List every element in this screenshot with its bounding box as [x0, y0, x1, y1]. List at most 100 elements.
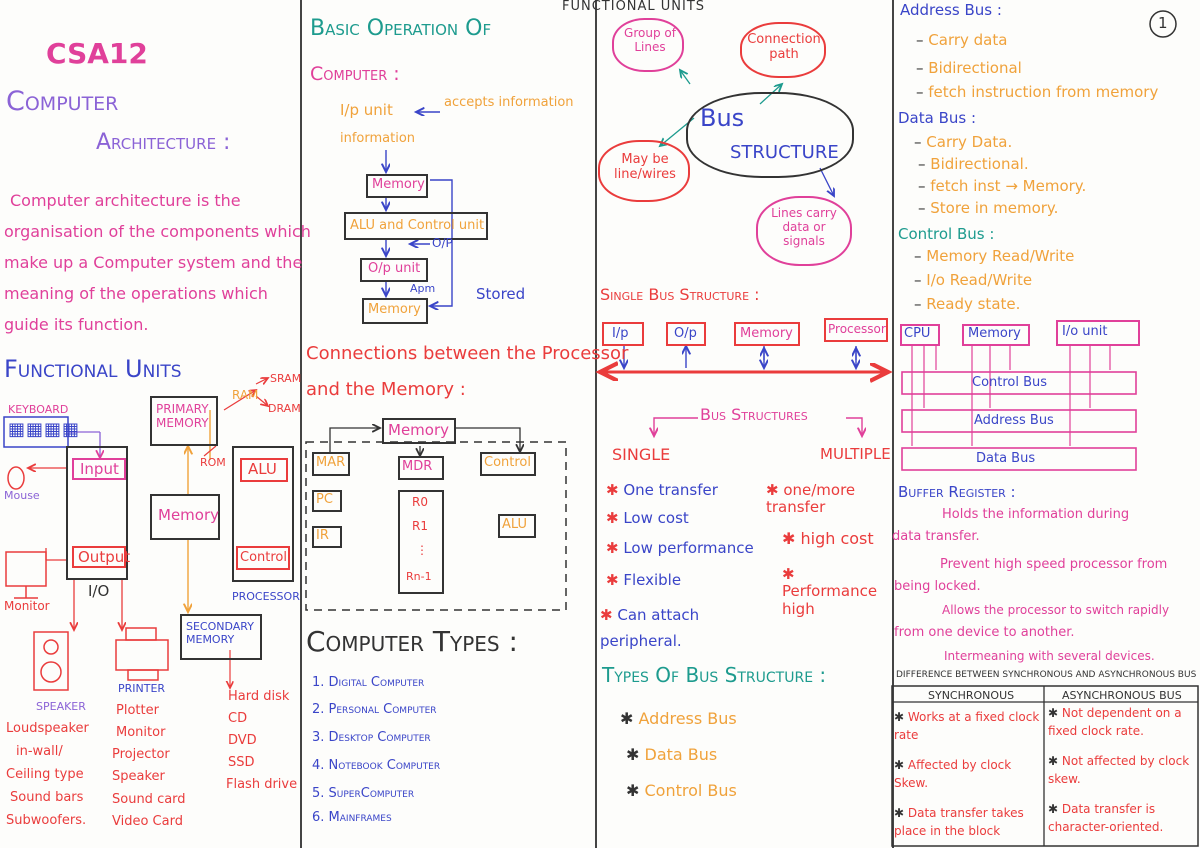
data-point-4-text: Store in memory.: [930, 199, 1059, 217]
table-row-2-async-text: Not affected by clock skew.: [1048, 754, 1190, 786]
buffer-text-2: data transfer.: [892, 529, 980, 544]
flow-op-unit-box: [360, 258, 428, 282]
table-row-3-sync: ✱ Data transfer takes place in the block: [894, 806, 1024, 838]
computer-type-6: 6. Mainframes: [312, 810, 392, 825]
flow-memory-label-1: Memory: [372, 177, 425, 192]
register-r0: R0: [412, 495, 428, 509]
address-point-1: – Carry data: [916, 31, 1008, 49]
multiple-point-3-text: Performance high: [782, 582, 878, 618]
buffer-text-6: from one device to another.: [894, 625, 1075, 640]
control-point-1-text: Memory Read/Write: [926, 247, 1075, 265]
control-label: Control: [240, 550, 287, 565]
single-point-5: ✱ Can attach peripheral.: [600, 606, 700, 650]
primary-memory-label: Primary Memory: [156, 402, 209, 430]
speaker-item-3: Ceiling type: [6, 767, 84, 782]
control-point-3-text: Ready state.: [926, 295, 1021, 313]
address-bus-heading: Address Bus :: [900, 1, 1002, 19]
table-row-3-async: ✱ Data transfer is character-oriented.: [1048, 802, 1164, 834]
io-unit-bus-label: I/o unit: [1062, 324, 1108, 339]
speaker-item-1: Loudspeaker: [6, 721, 89, 736]
address-point-1-text: Carry data: [928, 31, 1008, 49]
mar-label: MAR: [316, 455, 346, 470]
cloud-lines-carry-text: Lines carry data or signals: [771, 206, 837, 248]
data-point-4: – Store in memory.: [918, 199, 1059, 217]
printer-item-5: Sound card: [112, 792, 186, 807]
table-row-3-sync-text: Data transfer takes place in the block: [894, 806, 1024, 838]
cloud-may-be-lines-text: May be line/wires: [614, 152, 676, 182]
bus-type-control: ✱ Control Bus: [626, 781, 737, 800]
storage-item-4: SSD: [228, 755, 255, 770]
bus-structure-cloud: [686, 92, 854, 178]
control-bus-line-label: Control Bus: [972, 375, 1048, 390]
data-bus-line-label: Data Bus: [976, 451, 1036, 466]
bus-label: Bus: [700, 104, 745, 132]
computer-types-title: Computer Types :: [306, 625, 518, 658]
computer-type-1: 1. Digital Computer: [312, 675, 425, 690]
sb-memory-box: [734, 322, 800, 346]
data-point-1: – Carry Data.: [914, 133, 1013, 151]
printer-item-4: Speaker: [112, 769, 165, 784]
course-code: CSA12: [46, 37, 148, 70]
primary-memory-box: [150, 396, 218, 446]
flow-op-unit-label: O/p unit: [368, 261, 421, 276]
single-point-4-text: Flexible: [623, 571, 682, 589]
information-label: information: [340, 131, 416, 146]
definition-line-3: make up a Computer system and the: [4, 253, 303, 272]
sb-ip-box: [602, 322, 644, 346]
flow-memory-box-1: [366, 174, 428, 198]
table-header-sync: Synchronous: [928, 689, 1015, 702]
cloud-may-be-lines: [598, 140, 690, 202]
table-row-1-async: ✱ Not dependent on a fixed clock rate.: [1048, 706, 1182, 738]
flow-alu-control-label: ALU and Control unit: [350, 218, 485, 233]
alu-box: [240, 458, 288, 482]
storage-item-1: Hard disk: [228, 689, 290, 704]
address-point-2-text: Bidirectional: [928, 59, 1022, 77]
bus-type-data: ✱ Data Bus: [626, 745, 718, 764]
data-point-2-text: Bidirectional.: [930, 155, 1029, 173]
multiple-point-1: ✱ one/more transfer: [766, 481, 856, 517]
keyboard-icon: ▦▦▦▦: [8, 419, 81, 440]
accepts-information-label: accepts information: [444, 95, 574, 110]
data-point-1-text: Carry Data.: [926, 133, 1013, 151]
reg-alu-label: ALU: [502, 517, 528, 532]
alu-label: ALU: [248, 460, 277, 478]
control-bus-heading: Control Bus :: [898, 225, 995, 243]
cloud-lines-carry: [756, 196, 852, 266]
column-divider-2: [595, 0, 597, 848]
single-point-5-text: Can attach peripheral.: [600, 606, 700, 650]
title-computer: Computer: [6, 86, 119, 117]
sb-processor-box: [824, 318, 888, 342]
computer-type-2: 2. Personal Computer: [312, 702, 437, 717]
ram-label: RAM: [232, 388, 259, 402]
control-point-2: – I/o Read/Write: [914, 271, 1033, 289]
monitor-label: Monitor: [4, 599, 50, 613]
cloud-group-of-lines: [612, 18, 684, 72]
buffer-text-4: being locked.: [894, 579, 981, 594]
flow-memory-box-2: [362, 298, 428, 324]
speaker-item-4: Sound bars: [10, 790, 84, 805]
data-point-3: – fetch inst → Memory.: [918, 177, 1087, 195]
cpu-box: [900, 324, 940, 346]
types-of-bus-title: Types Of Bus Structure :: [602, 663, 827, 687]
sb-op-box: [666, 322, 706, 346]
io-unit-box: [66, 446, 128, 580]
flow-alu-control-box: [344, 212, 488, 240]
multiple-point-2: ✱ high cost: [782, 529, 874, 548]
computer-title: Computer :: [310, 63, 400, 85]
output-box: [72, 546, 126, 568]
sb-processor-label: Processor: [828, 322, 886, 336]
bus-type-address: ✱ Address Bus: [620, 709, 737, 728]
dram-label: DRAM: [268, 402, 301, 415]
multiple-point-3: ✱ Performance high: [782, 565, 878, 618]
mdr-box: [398, 456, 444, 480]
data-point-2: – Bidirectional.: [918, 155, 1029, 173]
printer-item-2: Monitor: [116, 725, 166, 740]
bus-type-data-text: Data Bus: [644, 745, 718, 764]
conn-memory-label: Memory: [388, 421, 450, 439]
speaker-item-2: in-wall/: [16, 744, 63, 759]
flow-memory-label-2: Memory: [368, 302, 421, 317]
data-point-3-text: fetch inst → Memory.: [930, 177, 1087, 195]
io-unit-bus-box: [1056, 320, 1140, 346]
basic-operation-title: Basic Operation Of: [310, 16, 492, 41]
pc-label: PC: [316, 492, 333, 507]
